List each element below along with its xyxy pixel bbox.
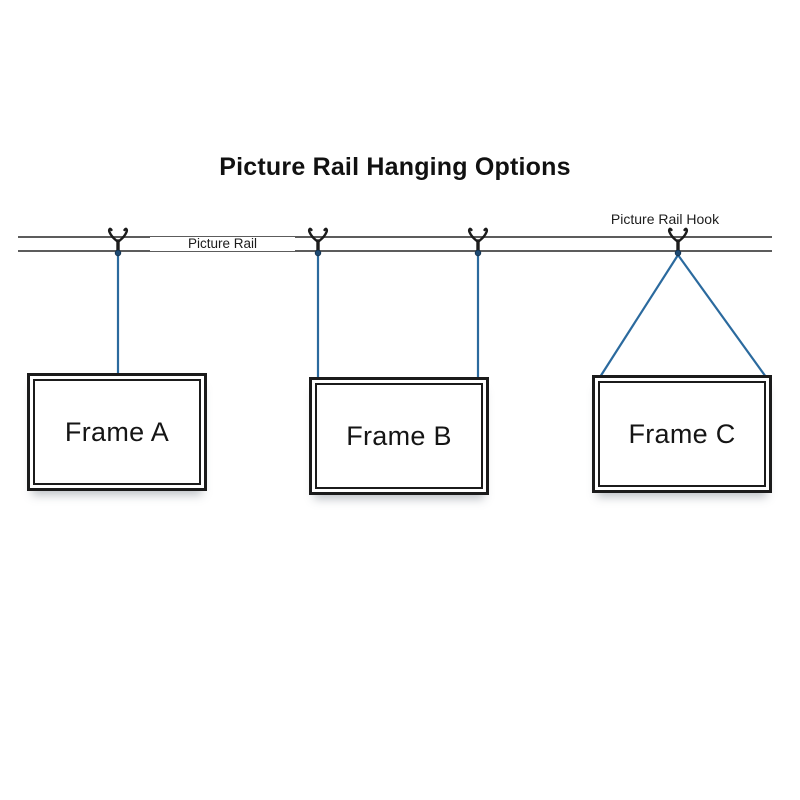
frame-label: Frame C bbox=[628, 418, 736, 449]
picture-rail-bottom-line bbox=[18, 250, 772, 252]
frame-inner-border: Frame C bbox=[598, 381, 766, 487]
picture-rail-hook-icon bbox=[467, 227, 489, 257]
page-title: Picture Rail Hanging Options bbox=[219, 153, 571, 181]
frame-label: Frame B bbox=[346, 420, 452, 451]
frame-inner-border: Frame A bbox=[33, 379, 201, 485]
hanging-wire-frame-c-right bbox=[676, 253, 768, 379]
frame-label: Frame A bbox=[64, 416, 170, 447]
picture-rail-hook-icon bbox=[307, 227, 329, 257]
frame-inner-border: Frame B bbox=[315, 383, 483, 489]
frame-b: Frame B bbox=[309, 377, 489, 495]
frame-c: Frame C bbox=[592, 375, 772, 493]
wires-and-hooks-layer bbox=[107, 227, 768, 381]
picture-rail-label: Picture Rail bbox=[150, 237, 295, 251]
frame-a: Frame A bbox=[27, 373, 207, 491]
picture-rail-top-line bbox=[18, 236, 772, 238]
hanging-wire-frame-c-left bbox=[598, 253, 680, 379]
picture-rail-hook-icon bbox=[107, 227, 129, 257]
picture-rail-hook-label: Picture Rail Hook bbox=[610, 211, 720, 227]
picture-rail-hook-icon bbox=[667, 227, 689, 257]
